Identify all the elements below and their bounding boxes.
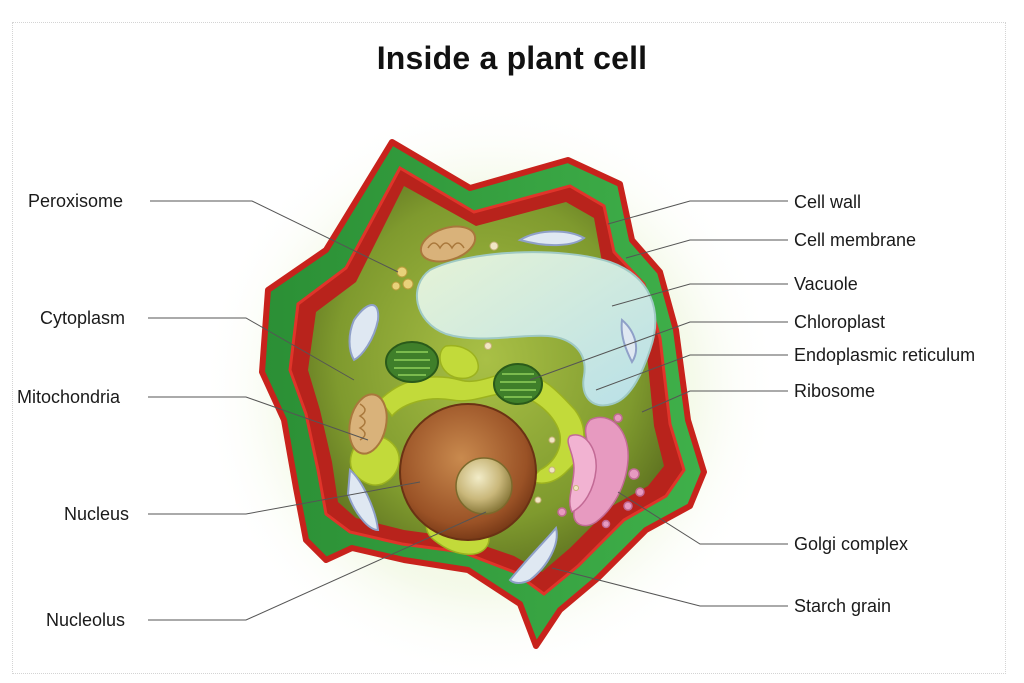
diagram-title: Inside a plant cell: [376, 40, 648, 76]
label-starch-grain: Starch grain: [794, 596, 892, 616]
vacuole-shape: [415, 251, 657, 407]
label-cytoplasm: Cytoplasm: [40, 308, 126, 328]
label-vacuole: Vacuole: [794, 274, 858, 294]
mitochondria-shape: [348, 225, 477, 455]
label-peroxisome: Peroxisome: [28, 191, 124, 211]
chloroplast-shape: [385, 341, 543, 405]
label-cell-membrane: Cell membrane: [794, 230, 917, 250]
nucleolus-shape: [455, 457, 513, 515]
label-golgi-complex: Golgi complex: [794, 534, 909, 554]
label-nucleus: Nucleus: [64, 504, 130, 524]
label-nucleolus: Nucleolus: [46, 610, 126, 630]
ribosome-shape: [484, 241, 579, 504]
peroxisome-shape: [391, 266, 414, 291]
leader-lines: [148, 200, 788, 621]
label-chloroplast: Chloroplast: [794, 312, 886, 332]
golgi-complex-shape: [557, 413, 645, 529]
label-endoplasmic-reticulum: Endoplasmic reticulum: [794, 345, 976, 365]
label-cell-wall: Cell wall: [794, 192, 862, 212]
label-mitochondria: Mitochondria: [17, 387, 121, 407]
label-ribosome: Ribosome: [794, 381, 876, 401]
starch-grain-shape: [346, 230, 638, 584]
